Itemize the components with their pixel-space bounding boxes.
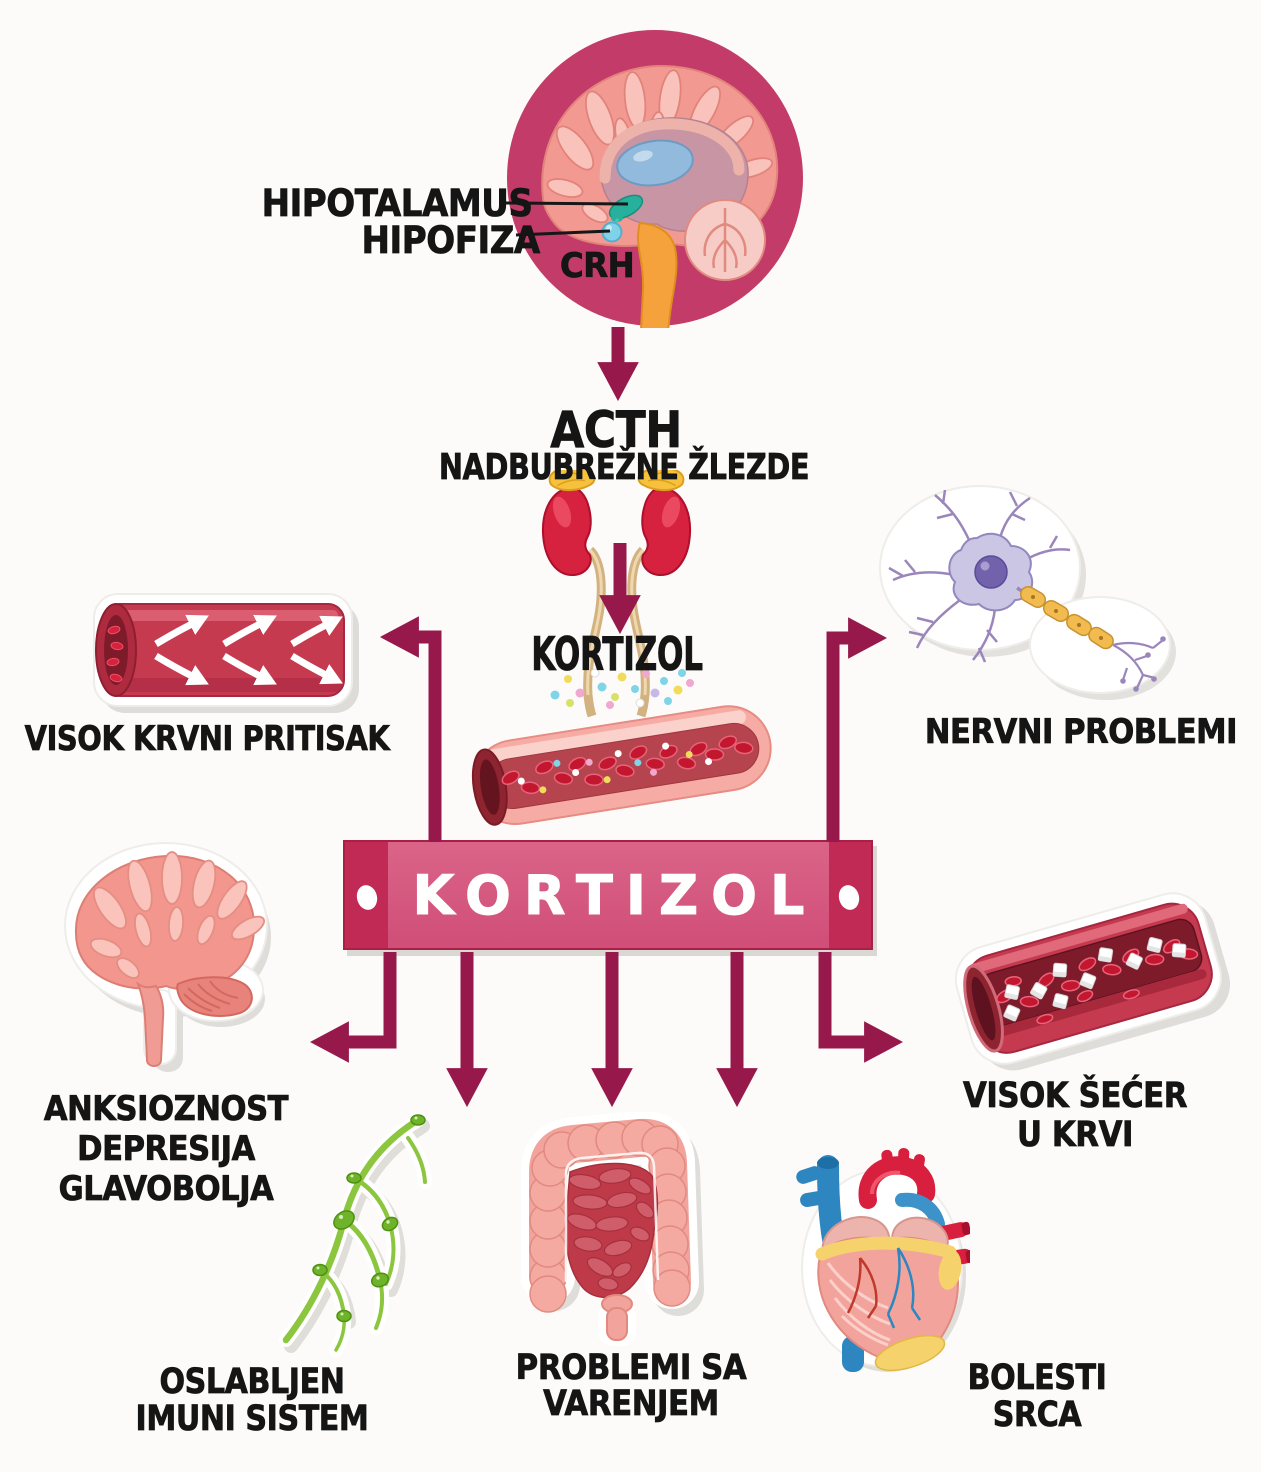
heart-icon	[796, 1148, 970, 1372]
adrenal-cap	[548, 470, 596, 492]
cerebellum	[176, 976, 253, 1017]
pressure-flow-arrows	[154, 614, 343, 686]
nucleus	[974, 555, 1008, 589]
gyri	[89, 851, 265, 979]
banner-panel: KORTIZOL	[388, 842, 829, 948]
weakened-immune-system-label: OSLABLJEN IMUNI SISTEM	[135, 1362, 369, 1439]
myelin-dots	[1031, 595, 1103, 640]
nerve-problems-label: NERVNI PROBLEMI	[924, 712, 1238, 753]
brain-sagittal-icon	[507, 30, 803, 328]
cerebellum	[684, 199, 766, 281]
left-kidney	[541, 470, 606, 718]
banner-rivet-left	[354, 882, 380, 913]
corpus-callosum	[599, 118, 745, 184]
lymph-nodes	[312, 1114, 426, 1323]
digestive-problems-label: PROBLEMI SA VARENJEM	[515, 1348, 747, 1424]
rectum	[601, 1294, 633, 1341]
dendrites	[888, 489, 1071, 663]
coronary-vessels	[846, 1247, 922, 1329]
brain-side-icon	[64, 842, 271, 1072]
heart-disease-label: BOLESTI SRCA	[967, 1358, 1107, 1435]
pituitary-label: HIPOFIZA	[361, 219, 541, 263]
node-highlights	[316, 1116, 418, 1316]
crh-label: CRH	[560, 246, 635, 287]
epicardial-fat	[815, 1236, 962, 1372]
neuron-icon	[879, 485, 1176, 700]
adrenal-glands-label: NADBUBREŽNE ŽLEZDE	[438, 447, 810, 489]
brainstem	[135, 981, 165, 1067]
blood-vessel-with-cortisol	[471, 705, 772, 826]
intestine-coils	[566, 1168, 655, 1291]
colon-segments	[529, 1119, 691, 1313]
high-blood-sugar-label: VISOK ŠEĆER U KRVI	[962, 1076, 1188, 1155]
axon-terminals	[1112, 639, 1164, 689]
cells-in-opening	[106, 625, 124, 683]
kortizol-banner: KORTIZOL	[343, 840, 873, 950]
high-blood-pressure-label: VISOK KRVNI PRITISAK	[24, 719, 390, 760]
cortisol-release-vessel-icon	[471, 668, 772, 826]
acth-label: ACTH	[550, 401, 683, 460]
hypothalamus-icon	[608, 194, 644, 222]
thalamus-highlight	[633, 150, 653, 162]
hypothalamus-label: HIPOTALAMUS	[261, 182, 533, 226]
arrow-to-nerve-problems	[826, 617, 888, 842]
molecules-in-vessel	[517, 742, 713, 794]
brainstem	[636, 221, 678, 328]
lymph-vessels-icon	[279, 1113, 432, 1357]
arrow-to-blood-sugar	[818, 952, 904, 1063]
intestines-icon	[521, 1112, 704, 1346]
blood-pressure-vessel-icon	[93, 593, 359, 713]
pulmonary-artery	[895, 1192, 945, 1231]
blood-sugar-vessel-icon	[954, 892, 1231, 1071]
aorta	[858, 1148, 936, 1209]
right-kidney	[627, 470, 692, 718]
terminal-tips	[1120, 636, 1166, 692]
cortisol-molecule-dots	[550, 668, 694, 709]
banner-rivet-right	[836, 882, 862, 913]
red-blood-cells	[501, 735, 754, 795]
muscle-lines	[826, 1262, 891, 1347]
anxiety-label: ANKSIOZNOST DEPRESIJA GLAVOBOLJA	[43, 1089, 289, 1210]
cortisol-label: KORTIZOL	[531, 627, 703, 682]
thalamus	[616, 139, 694, 187]
adrenal-glands-icon	[541, 470, 692, 718]
banner-title: KORTIZOL	[412, 863, 818, 927]
arrow-to-anxiety	[309, 952, 397, 1063]
sugar-cubes	[1003, 936, 1187, 1022]
